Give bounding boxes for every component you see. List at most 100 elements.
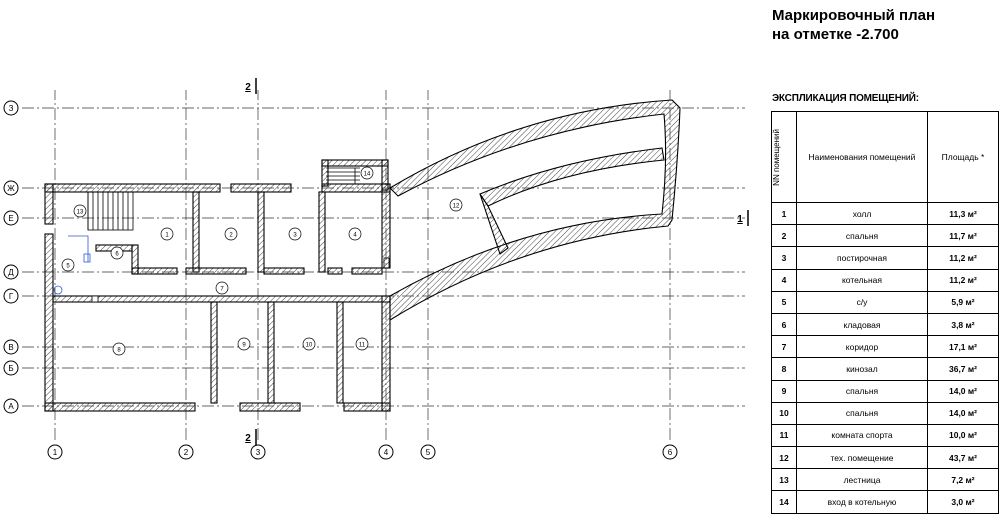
explication-cell-area: 3,0 м² [927, 490, 999, 514]
wall-segment [52, 295, 391, 303]
room-number-bubble [73, 204, 87, 218]
axis-label-col: 1 [53, 448, 58, 457]
explication-cell-name: спальня [796, 379, 928, 403]
column [91, 295, 99, 303]
wall-segment [131, 267, 178, 275]
fixture [83, 253, 91, 263]
room-number: 7 [220, 287, 224, 293]
wall-segment [321, 159, 389, 167]
wall-segment [267, 301, 275, 404]
explication-cell-name: котельная [796, 268, 928, 292]
section-marks: 221 [245, 78, 749, 445]
axis-bubble-row [3, 264, 19, 280]
stair-outline [87, 191, 134, 231]
explication-cell-name: коридор [796, 335, 928, 359]
door-swing [68, 235, 89, 262]
header-number: NN помещений [771, 111, 797, 203]
explication-cell-area: 3,8 м² [927, 312, 999, 337]
explication-cell-name: с/у [796, 290, 928, 314]
room-number-bubble [110, 246, 124, 260]
wall-segment [131, 244, 139, 275]
wall-segment [230, 183, 292, 193]
axis-bubble-col [178, 444, 194, 460]
wall-segment [263, 267, 305, 275]
explication-cell-name: спальня [796, 401, 928, 425]
axis-label-row: Б [8, 364, 13, 373]
wall-segment [192, 191, 200, 273]
room-number-bubble [449, 198, 463, 212]
room-number-bubble [288, 227, 302, 241]
room-number: 6 [115, 252, 119, 258]
wall-segment [44, 183, 221, 193]
room-number: 3 [293, 233, 297, 239]
room-number-bubble [237, 337, 251, 351]
wall-segment [336, 301, 344, 404]
room-number: 13 [77, 210, 84, 216]
axis-bubble-col [662, 444, 678, 460]
axis-bubble-row [3, 339, 19, 355]
equipment [383, 257, 390, 269]
room-number-bubble [112, 342, 126, 356]
wall-segment [257, 191, 265, 273]
explication-cell-name: комната спорта [796, 423, 928, 448]
room-number: 10 [306, 343, 313, 349]
room-number-bubble [360, 166, 374, 180]
axis-label-col: 2 [184, 448, 189, 457]
title-line-2: на отметке -2.700 [772, 26, 899, 43]
explication-cell-area: 11,3 м² [927, 201, 999, 226]
inner-wall-top [479, 147, 665, 207]
wall-segment [44, 183, 54, 225]
wall-segment [210, 301, 218, 404]
room-number-bubble [160, 227, 174, 241]
room-number: 12 [453, 204, 460, 210]
room-number-bubble [355, 337, 369, 351]
axis-bubble-row [3, 100, 19, 116]
room-number: 5 [66, 264, 70, 270]
wall-segment [351, 267, 383, 275]
explication-table: NN помещений Наименования помещений Площ… [771, 111, 999, 514]
explication-header-row: NN помещений Наименования помещений Площ… [771, 111, 999, 203]
axis-bubble-col [420, 444, 436, 460]
explication-cell-name: вход в котельную [796, 490, 928, 514]
section-label: 2 [245, 433, 251, 444]
section-label: 2 [245, 82, 251, 93]
explication-cell-name: спальня [796, 224, 928, 248]
axis-label-row: Е [8, 214, 13, 223]
room-number-bubble [302, 337, 316, 351]
axis-label-row: Г [9, 292, 14, 301]
room-number: 14 [364, 172, 371, 178]
axis-label-col: 5 [426, 448, 431, 457]
curved-wing-walls [389, 99, 681, 321]
walls [44, 99, 681, 412]
wall-segment [321, 183, 391, 193]
explication-cell-n: 2 [771, 224, 797, 248]
explication-cell-name: кладовая [796, 312, 928, 337]
wall-segment [321, 159, 329, 187]
wall-segment [327, 267, 343, 275]
room-number-bubble [224, 227, 238, 241]
explication-cell-area: 11,2 м² [927, 268, 999, 292]
axis-bubble-row [3, 398, 19, 414]
explication-cell-name: кинозал [796, 357, 928, 381]
drain [53, 285, 63, 295]
inner-wall-left [479, 193, 509, 255]
axis-bubble-col [250, 444, 266, 460]
axis-label-col: 6 [668, 448, 673, 457]
explication-cell-area: 11,2 м² [927, 246, 999, 270]
room-number: 2 [229, 233, 233, 239]
explication-cell-n: 4 [771, 268, 797, 292]
wall-segment [381, 183, 391, 269]
header-area: Площадь * [927, 111, 999, 203]
axis-label-col: 3 [256, 448, 261, 457]
explication-cell-name: тех. помещение [796, 446, 928, 470]
